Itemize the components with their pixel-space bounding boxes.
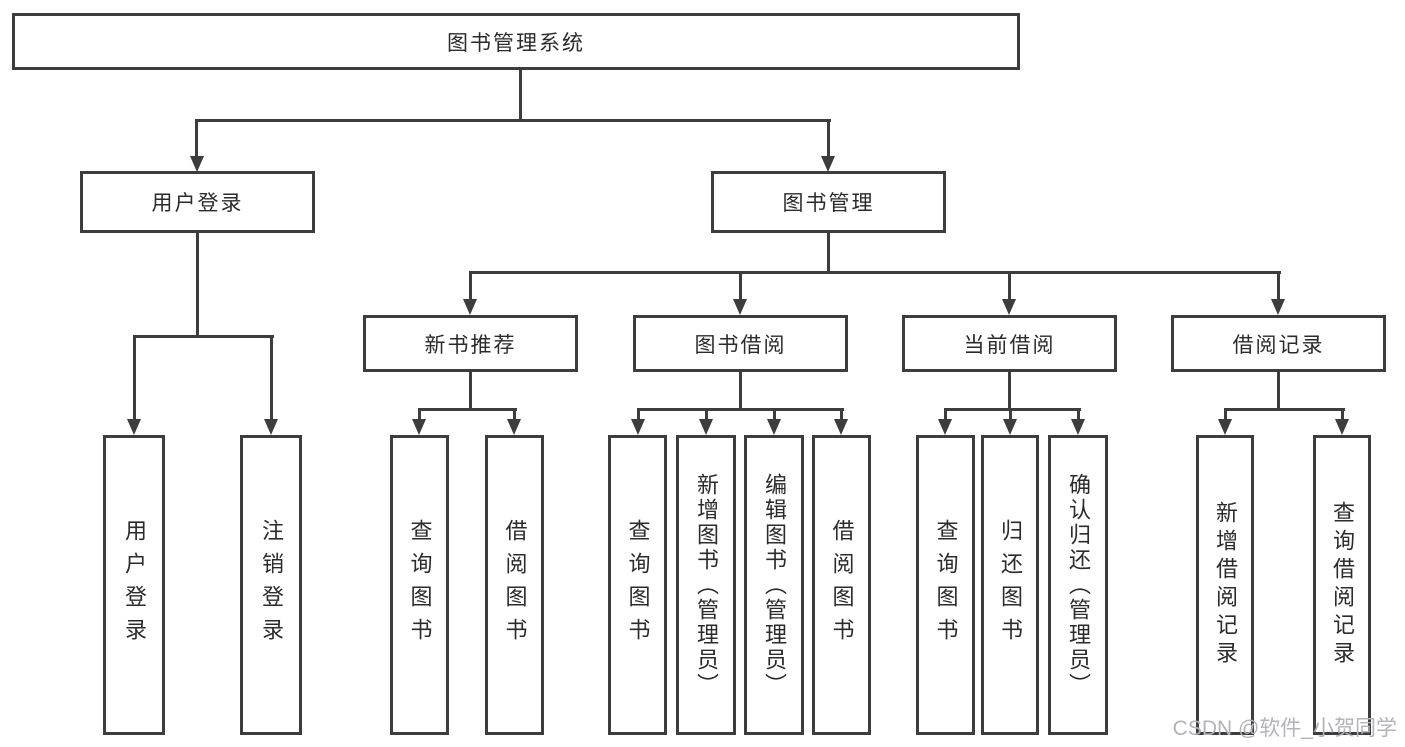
arrowhead-nb1 <box>412 419 426 435</box>
connector-userlogin-hbar <box>133 335 274 338</box>
arrowhead-cb3 <box>1071 419 1085 435</box>
leaf-add-book-admin: 新增图书（管理员） <box>676 435 736 735</box>
connector-drop-br1 <box>1224 408 1227 421</box>
arrowhead-borrow-record <box>1271 299 1285 315</box>
leaf-return-books: 归还图书 <box>981 435 1039 735</box>
arrowhead-cb1 <box>938 419 952 435</box>
connector-newbook-hbar <box>418 408 517 411</box>
node-root-label: 图书管理系统 <box>447 31 585 55</box>
node-root: 图书管理系统 <box>12 13 1020 70</box>
node-book-management-label: 图书管理 <box>782 192 875 215</box>
connector-borrowrecord-hbar <box>1224 408 1345 411</box>
leaf-current-query-books-label: 查询图书 <box>933 519 959 651</box>
leaf-edit-book-admin-label: 编辑图书（管理员） <box>762 472 787 698</box>
arrowhead-cb2 <box>1003 419 1017 435</box>
connector-drop-bb1 <box>637 408 640 421</box>
connector-drop-bb3 <box>773 408 776 421</box>
connector-currentborrow-stem <box>1008 372 1011 410</box>
leaf-query-borrow-record-label: 查询借阅记录 <box>1330 501 1355 669</box>
node-current-borrow: 当前借阅 <box>902 315 1117 372</box>
node-new-book-recommend-label: 新书推荐 <box>424 333 517 357</box>
connector-drop-nb1 <box>418 408 421 421</box>
connector-borrowrecord-stem <box>1277 372 1280 410</box>
connector-drop-book-borrow <box>739 271 742 301</box>
arrowhead-leaf-login <box>127 419 141 435</box>
connector-root-stem <box>519 70 522 121</box>
arrowhead-new-book <box>463 299 477 315</box>
leaf-borrow-borrow-books-label: 借阅图书 <box>829 519 855 651</box>
arrowhead-nb2 <box>507 419 521 435</box>
connector-bookmgmt-stem <box>827 233 830 273</box>
leaf-newbook-borrow-books-label: 借阅图书 <box>502 519 528 651</box>
connector-drop-user-login <box>195 119 198 158</box>
connector-drop-bb2 <box>705 408 708 421</box>
arrowhead-bb4 <box>834 419 848 435</box>
arrowhead-user-login <box>190 156 204 172</box>
leaf-edit-book-admin: 编辑图书（管理员） <box>744 435 804 735</box>
leaf-user-login-label: 用户登录 <box>122 519 147 651</box>
connector-bookmgmt-hbar <box>469 271 1281 274</box>
leaf-confirm-return-admin-label: 确认归还（管理员） <box>1066 472 1091 698</box>
arrowhead-bb3 <box>767 419 781 435</box>
connector-newbook-stem <box>469 372 472 410</box>
leaf-user-login: 用户登录 <box>103 435 165 735</box>
arrowhead-leaf-logout <box>264 419 278 435</box>
connector-drop-book-mgmt <box>827 119 830 158</box>
node-book-management: 图书管理 <box>711 171 946 233</box>
connector-bookborrow-hbar <box>637 408 844 411</box>
connector-drop-current-borrow <box>1008 271 1011 301</box>
node-user-login-label: 用户登录 <box>151 192 244 215</box>
leaf-newbook-borrow-books: 借阅图书 <box>485 435 544 735</box>
connector-drop-nb2 <box>513 408 516 421</box>
connector-userlogin-stem <box>196 233 199 337</box>
connector-drop-new-book <box>469 271 472 301</box>
leaf-newbook-query-books: 查询图书 <box>390 435 449 735</box>
leaf-query-borrow-record: 查询借阅记录 <box>1313 435 1371 735</box>
arrowhead-book-mgmt <box>821 156 835 172</box>
connector-drop-cb3 <box>1077 408 1080 421</box>
leaf-confirm-return-admin: 确认归还（管理员） <box>1048 435 1108 735</box>
leaf-return-books-label: 归还图书 <box>998 519 1023 651</box>
leaf-logout: 注销登录 <box>240 435 302 735</box>
connector-drop-borrow-record <box>1277 271 1280 301</box>
leaf-logout-label: 注销登录 <box>259 519 284 651</box>
connector-currentborrow-hbar <box>944 408 1081 411</box>
leaf-current-query-books: 查询图书 <box>916 435 975 735</box>
connector-root-hbar <box>195 119 831 122</box>
connector-bookborrow-stem <box>739 372 742 410</box>
node-book-borrow-label: 图书借阅 <box>694 333 787 357</box>
leaf-borrow-query-books-label: 查询图书 <box>625 519 651 651</box>
watermark: CSDN @软件_小贺同学 <box>1172 717 1397 740</box>
arrowhead-bb2 <box>699 419 713 435</box>
connector-drop-cb2 <box>1009 408 1012 421</box>
arrowhead-br1 <box>1218 419 1232 435</box>
node-book-borrow: 图书借阅 <box>633 315 848 372</box>
connector-drop-cb1 <box>944 408 947 421</box>
arrowhead-current-borrow <box>1002 299 1016 315</box>
connector-drop-leaf-logout <box>270 335 273 421</box>
connector-drop-bb4 <box>840 408 843 421</box>
leaf-add-book-admin-label: 新增图书（管理员） <box>694 472 719 698</box>
node-current-borrow-label: 当前借阅 <box>963 333 1056 357</box>
arrowhead-book-borrow <box>733 299 747 315</box>
leaf-add-borrow-record: 新增借阅记录 <box>1196 435 1254 735</box>
node-borrow-record-label: 借阅记录 <box>1232 333 1325 357</box>
arrowhead-br2 <box>1335 419 1349 435</box>
leaf-newbook-query-books-label: 查询图书 <box>407 519 433 651</box>
leaf-add-borrow-record-label: 新增借阅记录 <box>1213 501 1238 669</box>
leaf-borrow-borrow-books: 借阅图书 <box>812 435 871 735</box>
connector-drop-br2 <box>1341 408 1344 421</box>
arrowhead-bb1 <box>631 419 645 435</box>
node-user-login: 用户登录 <box>80 171 315 233</box>
node-new-book-recommend: 新书推荐 <box>363 315 578 372</box>
leaf-borrow-query-books: 查询图书 <box>608 435 667 735</box>
connector-drop-leaf-login <box>133 335 136 421</box>
node-borrow-record: 借阅记录 <box>1171 315 1386 372</box>
